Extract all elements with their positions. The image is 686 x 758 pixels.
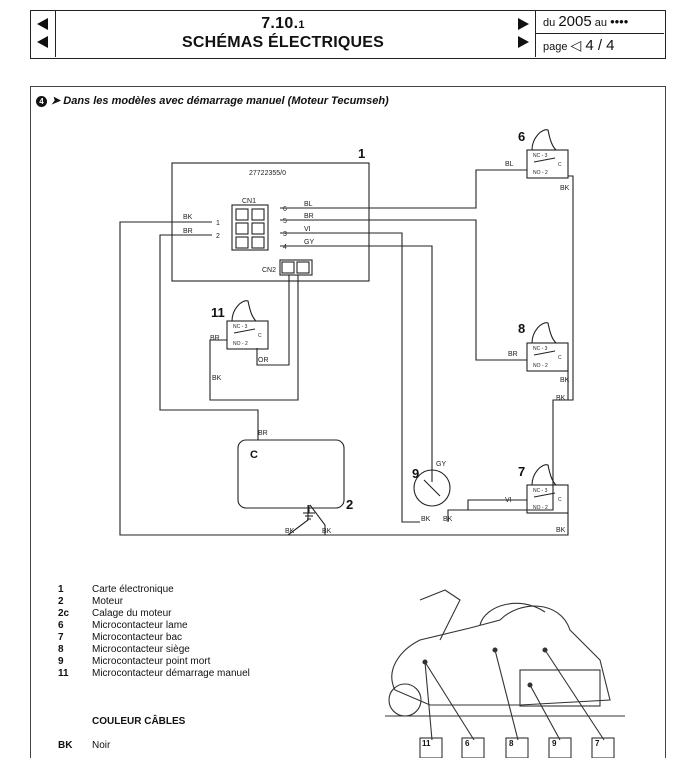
wire-label: BK: [322, 528, 332, 535]
header-title-block: 7.10.1 SCHÉMAS ÉLECTRIQUES: [55, 11, 511, 57]
svg-text:NC - 3: NC - 3: [533, 488, 548, 494]
svg-text:7: 7: [595, 739, 600, 748]
board-code: 27722355/0: [249, 170, 286, 177]
svg-text:C: C: [558, 162, 562, 168]
wire-label: BK: [560, 185, 570, 192]
ref-9: 9: [412, 466, 419, 481]
section-bullet-icon: 4: [36, 95, 47, 107]
ref-2: 2: [346, 497, 353, 512]
motor-c-label: C: [250, 449, 258, 461]
ref-8: 8: [518, 321, 525, 336]
svg-text:C: C: [558, 355, 562, 361]
prev-arrow-icon[interactable]: [37, 36, 48, 48]
ref-6: 6: [518, 129, 525, 144]
switch-6: [526, 149, 569, 179]
switch-7: [526, 484, 569, 514]
date-range: du 2005 au ••••: [535, 11, 664, 34]
wire-label: BR: [210, 335, 220, 342]
svg-text:C: C: [558, 497, 562, 503]
svg-text:NC - 3: NC - 3: [533, 346, 548, 352]
svg-text:8: 8: [509, 739, 514, 748]
wire-label: GY: [304, 239, 314, 246]
svg-text:NO - 2: NO - 2: [533, 363, 548, 369]
wire-label: BL: [505, 161, 514, 168]
page-title: SCHÉMAS ÉLECTRIQUES: [181, 34, 385, 51]
ref-7: 7: [518, 464, 525, 479]
wire-label: BK: [443, 516, 453, 523]
wire-label: OR: [258, 357, 269, 364]
svg-text:NC - 3: NC - 3: [533, 153, 548, 159]
section-code: 7.10.1: [261, 15, 305, 32]
wire-label: BK: [183, 214, 193, 221]
svg-text:NO - 2: NO - 2: [233, 341, 248, 347]
cable-colors-title: COULEUR CÂBLES: [92, 716, 186, 727]
pin-label: 5: [283, 218, 287, 225]
svg-text:NC - 3: NC - 3: [233, 324, 248, 330]
svg-text:9: 9: [552, 739, 557, 748]
wire-label: BK: [560, 377, 570, 384]
svg-text:NO - 2: NO - 2: [533, 505, 548, 511]
cn2-connector: [279, 259, 313, 276]
switch-9: [413, 469, 451, 507]
tractor-illustration: [385, 589, 625, 758]
ref-1: 1: [358, 146, 365, 161]
wire-label: VI: [505, 497, 512, 504]
wire-label: BK: [285, 528, 295, 535]
svg-text:6: 6: [465, 739, 470, 748]
page-indicator: page ◁4 / 4: [543, 37, 615, 54]
cn2-label: CN2: [262, 267, 276, 274]
wire-label: BK: [421, 516, 431, 523]
pin-label: 3: [283, 231, 287, 238]
wire-label: VI: [304, 226, 311, 233]
wire-label: GY: [436, 461, 446, 468]
motor: [237, 439, 345, 509]
wire-label: BR: [183, 228, 193, 235]
wire-label: BR: [508, 351, 518, 358]
page-header: 7.10.1 SCHÉMAS ÉLECTRIQUES du 2005 au ••…: [30, 10, 666, 59]
pin-label: 1: [216, 220, 220, 227]
next-arrow-icon[interactable]: [518, 18, 529, 30]
switch-8: [526, 342, 569, 372]
prev-nav[interactable]: [31, 11, 56, 57]
ref-11: 11: [211, 305, 225, 320]
header-meta: du 2005 au •••• page ◁4 / 4: [535, 11, 664, 57]
next-arrow-icon[interactable]: [518, 36, 529, 48]
cn1-connector: [231, 204, 269, 251]
pin-label: 4: [283, 244, 287, 251]
pin-label: 6: [283, 206, 287, 213]
wire-label: BL: [304, 201, 313, 208]
svg-text:NO - 2: NO - 2: [533, 170, 548, 176]
next-nav[interactable]: [511, 11, 536, 57]
switch-11: [226, 320, 269, 350]
wire-label: BK: [556, 395, 566, 402]
prev-arrow-icon[interactable]: [37, 18, 48, 30]
cn1-label: CN1: [242, 198, 256, 205]
wire-label: BK: [556, 527, 566, 534]
pin-label: 2: [216, 233, 220, 240]
svg-text:11: 11: [422, 739, 431, 748]
content-frame: [30, 86, 666, 758]
wire-label: BK: [212, 375, 222, 382]
page-back-icon[interactable]: ◁: [570, 37, 582, 53]
svg-text:C: C: [258, 333, 262, 339]
wire-label: BR: [304, 213, 314, 220]
section-heading: 4➤ Dans les modèles avec démarrage manue…: [36, 94, 389, 107]
wire-label: BR: [258, 430, 268, 437]
